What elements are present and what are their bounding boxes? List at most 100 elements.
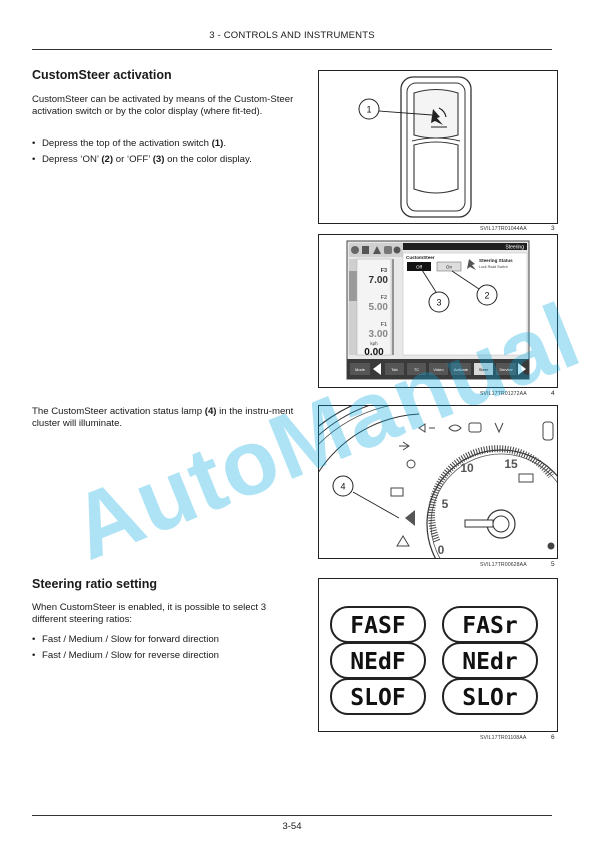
customsteer-lamp-icon xyxy=(405,510,415,526)
range-f2-value: 5.00 xyxy=(369,302,389,313)
figure-5-number: 5 xyxy=(551,561,555,568)
battery-icon xyxy=(518,473,534,483)
figure-4-code: SVIL17TR01272AA xyxy=(480,391,527,397)
ratio-item: Fast / Medium / Slow for forward directi… xyxy=(32,634,302,647)
softkey-mode[interactable] xyxy=(350,363,370,375)
activation-steps: Depress the top of the activation switch… xyxy=(32,138,302,170)
softkey-tc[interactable] xyxy=(407,363,426,375)
gauge-label-10: 10 xyxy=(460,461,474,475)
implement-icon xyxy=(390,487,404,497)
page-header: 3 - CONTROLS AND INSTRUMENTS xyxy=(209,30,375,41)
step-text: Depress ‘ON’ xyxy=(42,153,102,165)
figure-color-display: Steering F3 7.00 F2 5.00 F1 3.00 kph 0.0… xyxy=(318,234,558,388)
lcd-reverse-fast: FASr xyxy=(462,613,517,639)
step-ref: (1) xyxy=(211,138,224,149)
lamp-text: in the instru-ment cluster will illumina… xyxy=(32,406,294,430)
off-button-label: Off xyxy=(416,265,423,270)
softkey-video[interactable] xyxy=(429,363,448,375)
turn-signal-icon xyxy=(418,423,435,433)
step-text: or ‘OFF’ xyxy=(113,153,153,165)
customsteer-intro: CustomSteer can be activated by means of… xyxy=(32,94,294,118)
lcd-reverse-slow: SLOr xyxy=(462,685,517,711)
step-item: Depress ‘ON’ (2) or ‘OFF’ (3) on the col… xyxy=(32,153,302,167)
softkey-video-label: Video xyxy=(433,367,444,372)
side-button-icon xyxy=(542,421,554,441)
header-rule xyxy=(32,49,552,50)
speed-unit: kph xyxy=(370,341,378,346)
customsteer-symbol-icon xyxy=(431,107,447,128)
color-display-screen: Steering F3 7.00 F2 5.00 F1 3.00 kph 0.0… xyxy=(346,240,530,380)
step-ref: (2) xyxy=(101,153,114,165)
lcd-forward-medium: NEdF xyxy=(350,649,405,675)
figure-6-number: 6 xyxy=(551,734,555,741)
instrument-cluster-illustration: 10 15 5 0 4 xyxy=(319,406,557,558)
gauge-label-0: 0 xyxy=(438,543,445,557)
lamp-ref: (4) xyxy=(204,406,217,417)
steering-status-title: Steering Status xyxy=(479,258,513,263)
softkey-mode-label: Mode xyxy=(355,367,366,372)
figure-instrument-cluster: 10 15 5 0 4 xyxy=(318,405,558,559)
section-title-steering-ratio: Steering ratio setting xyxy=(32,577,158,591)
figure-4-number: 4 xyxy=(551,390,555,397)
lcd-forward-fast: FASF xyxy=(350,613,405,639)
step-text: Depress the top of the activation switch xyxy=(42,138,212,149)
light-icon xyxy=(448,424,462,432)
gauge-label-5: 5 xyxy=(442,497,449,511)
arrow-right-icon xyxy=(399,441,410,451)
softkey-steer-label: Steer xyxy=(479,367,489,372)
indicator-lamps xyxy=(390,421,555,550)
lcd-reverse-medium: NEdr xyxy=(462,649,517,675)
gauge-label-15: 15 xyxy=(504,457,518,471)
range-f3-label: F3 xyxy=(381,268,387,274)
range-f1-value: 3.00 xyxy=(369,329,389,340)
customsteer-panel-title: CustomSteer xyxy=(406,255,435,260)
figure-3-code: SVIL17TR01044AA xyxy=(480,226,527,232)
lcd-frame xyxy=(442,678,538,715)
softkey-service[interactable] xyxy=(496,363,516,375)
lamp-text: The CustomSteer activation status lamp xyxy=(32,406,205,417)
softkey-tc-label: TC xyxy=(414,367,419,372)
lamp-icon xyxy=(468,422,482,433)
right-arrow-icon[interactable] xyxy=(518,363,526,375)
step-text: on the color display. xyxy=(164,153,252,165)
off-button[interactable] xyxy=(407,262,431,271)
callout-1: 1 xyxy=(366,105,371,115)
steering-status-subtitle: Lock Road Switch xyxy=(479,265,508,269)
figure-3-number: 3 xyxy=(551,225,555,232)
figure-steering-ratio-displays: FASF FASr NEdF NEdr SLOF SLOr xyxy=(318,578,558,732)
page-number: 3-54 xyxy=(282,821,302,832)
softkey-activate[interactable] xyxy=(451,363,471,375)
range-f1-label: F1 xyxy=(381,322,387,328)
footer-rule xyxy=(32,815,552,816)
callout-2: 2 xyxy=(484,291,489,301)
activation-switch-illustration: 1 xyxy=(358,76,472,218)
screen-header-label: Steering xyxy=(505,245,524,251)
warning-triangle-icon xyxy=(396,535,410,547)
indicator-dot-icon xyxy=(547,542,555,550)
figure-activation-switch: 1 xyxy=(318,70,558,224)
softkey-tab-label: Tab xyxy=(391,367,398,372)
softkey-bar: Mode Tab TC Video Activate Steer Service xyxy=(350,363,526,375)
on-button[interactable] xyxy=(436,261,462,272)
ratio-item: Fast / Medium / Slow for reverse directi… xyxy=(32,650,302,663)
lamp-paragraph: The CustomSteer activation status lamp (… xyxy=(32,406,294,431)
softkey-activate-label: Activate xyxy=(454,367,469,372)
step-ref: (3) xyxy=(152,153,165,165)
softkey-service-label: Service xyxy=(499,367,513,372)
figure-5-code: SVIL17TR00628AA xyxy=(480,562,527,568)
step-item: Depress the top of the activation switch… xyxy=(32,138,302,151)
range-f2-label: F2 xyxy=(381,295,387,301)
step-text: . xyxy=(223,138,226,149)
left-arrow-icon[interactable] xyxy=(373,363,381,375)
speed-value: 0.00 xyxy=(364,347,384,358)
customsteer-status-icon xyxy=(467,259,476,270)
steering-ratio-list: Fast / Medium / Slow for forward directi… xyxy=(32,634,302,666)
tractor-wheel-icon xyxy=(406,459,416,469)
lcd-forward-slow: SLOF xyxy=(350,685,405,711)
section-title-customsteer: CustomSteer activation xyxy=(32,68,172,82)
steering-ratio-lcd-grid: FASF FASr NEdF NEdr SLOF SLOr xyxy=(330,606,538,715)
softkey-steer[interactable] xyxy=(474,363,493,375)
softkey-tab[interactable] xyxy=(385,363,404,375)
figure-6-code: SVIL17TR01108AA xyxy=(480,735,527,741)
on-button-label: On xyxy=(446,265,453,270)
